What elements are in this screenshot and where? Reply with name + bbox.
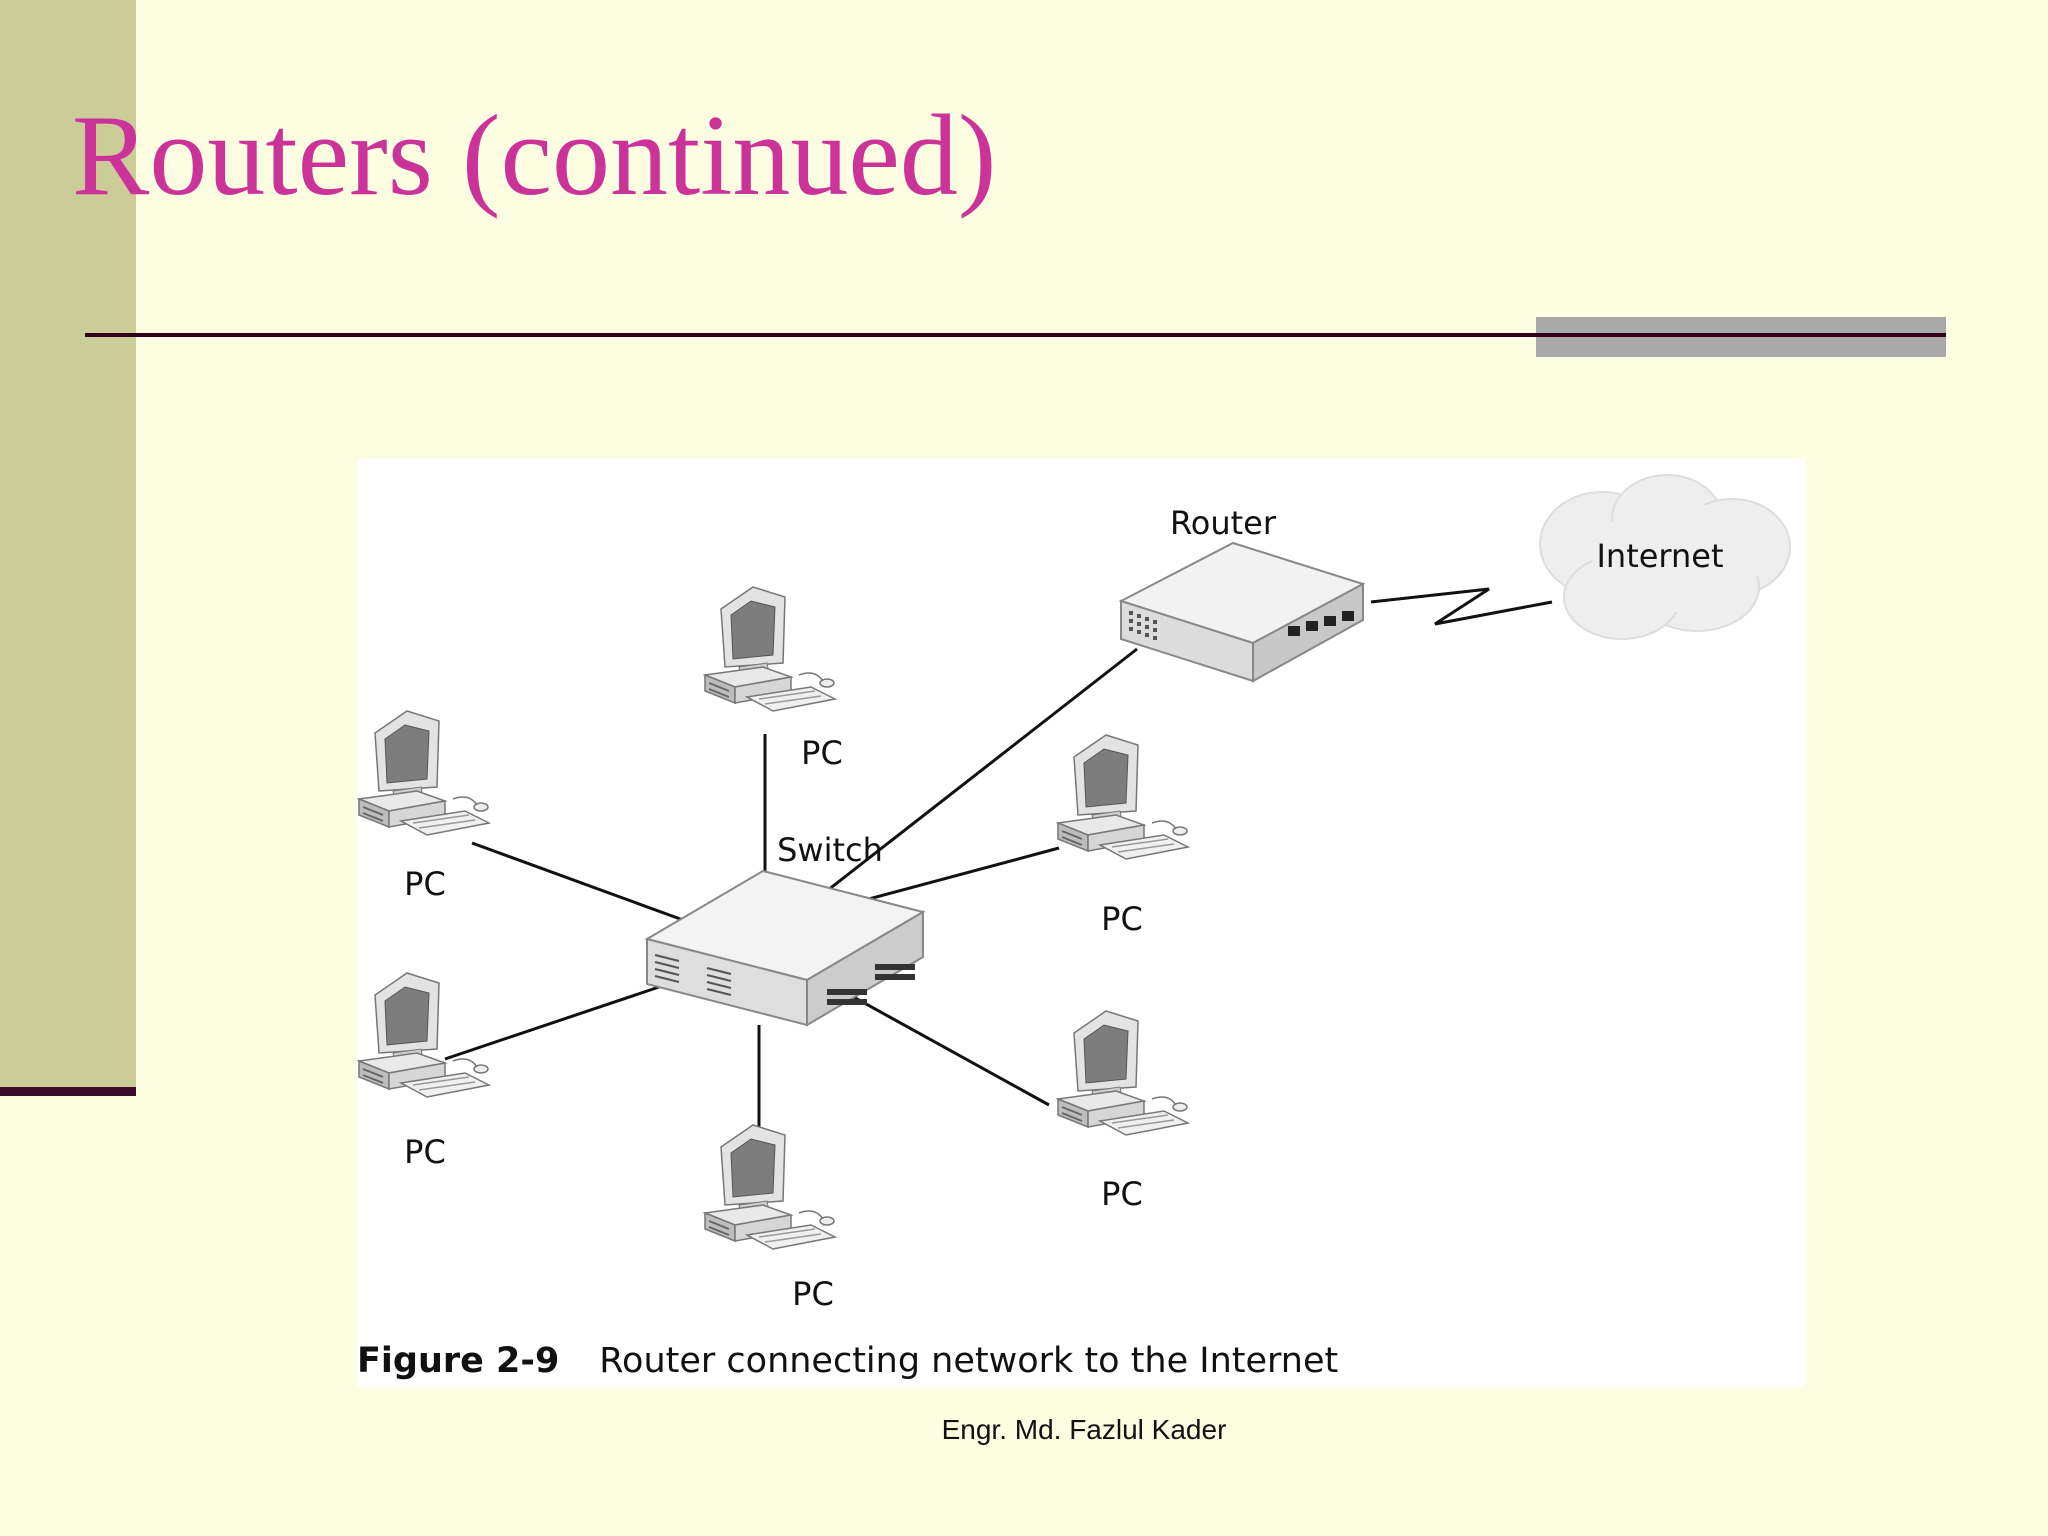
slide-footer: Engr. Md. Fazlul Kader bbox=[941, 1414, 1227, 1445]
router-icon bbox=[1118, 541, 1366, 683]
pc-label: PC bbox=[404, 1133, 446, 1171]
router-label: Router bbox=[1170, 504, 1277, 542]
pc-label: PC bbox=[792, 1275, 834, 1313]
pc-label: PC bbox=[404, 865, 446, 903]
pc-icon bbox=[704, 1124, 836, 1250]
internet-label: Internet bbox=[1596, 537, 1723, 575]
sidebar-accent bbox=[0, 0, 136, 1087]
pc-icon bbox=[358, 972, 490, 1098]
pc-icon bbox=[1057, 734, 1189, 860]
figure-number: Figure 2-9 bbox=[357, 1341, 560, 1381]
figure-caption: Figure 2-9 Router connecting network to t… bbox=[357, 1341, 1338, 1381]
pc-icon bbox=[704, 586, 836, 712]
slide-title: Routers (continued) bbox=[72, 92, 997, 220]
network-diagram: Internet Router bbox=[358, 474, 1791, 1313]
pc-label: PC bbox=[801, 734, 843, 772]
pc-icon bbox=[1057, 1010, 1189, 1136]
switch-label: Switch bbox=[777, 831, 883, 869]
switch-icon bbox=[644, 869, 926, 1027]
title-rule-accent bbox=[1536, 317, 1946, 357]
pc-label: PC bbox=[1101, 900, 1143, 938]
title-rule bbox=[85, 333, 1946, 337]
internet-cloud bbox=[1539, 474, 1791, 640]
figure-caption-text: Router connecting network to the Interne… bbox=[599, 1341, 1339, 1381]
network-figure: Internet Router bbox=[357, 459, 1806, 1387]
pc-icon bbox=[358, 710, 490, 836]
network-links bbox=[444, 587, 1553, 1137]
sidebar-bottom-bar bbox=[0, 1087, 136, 1096]
pc-label: PC bbox=[1101, 1175, 1143, 1213]
